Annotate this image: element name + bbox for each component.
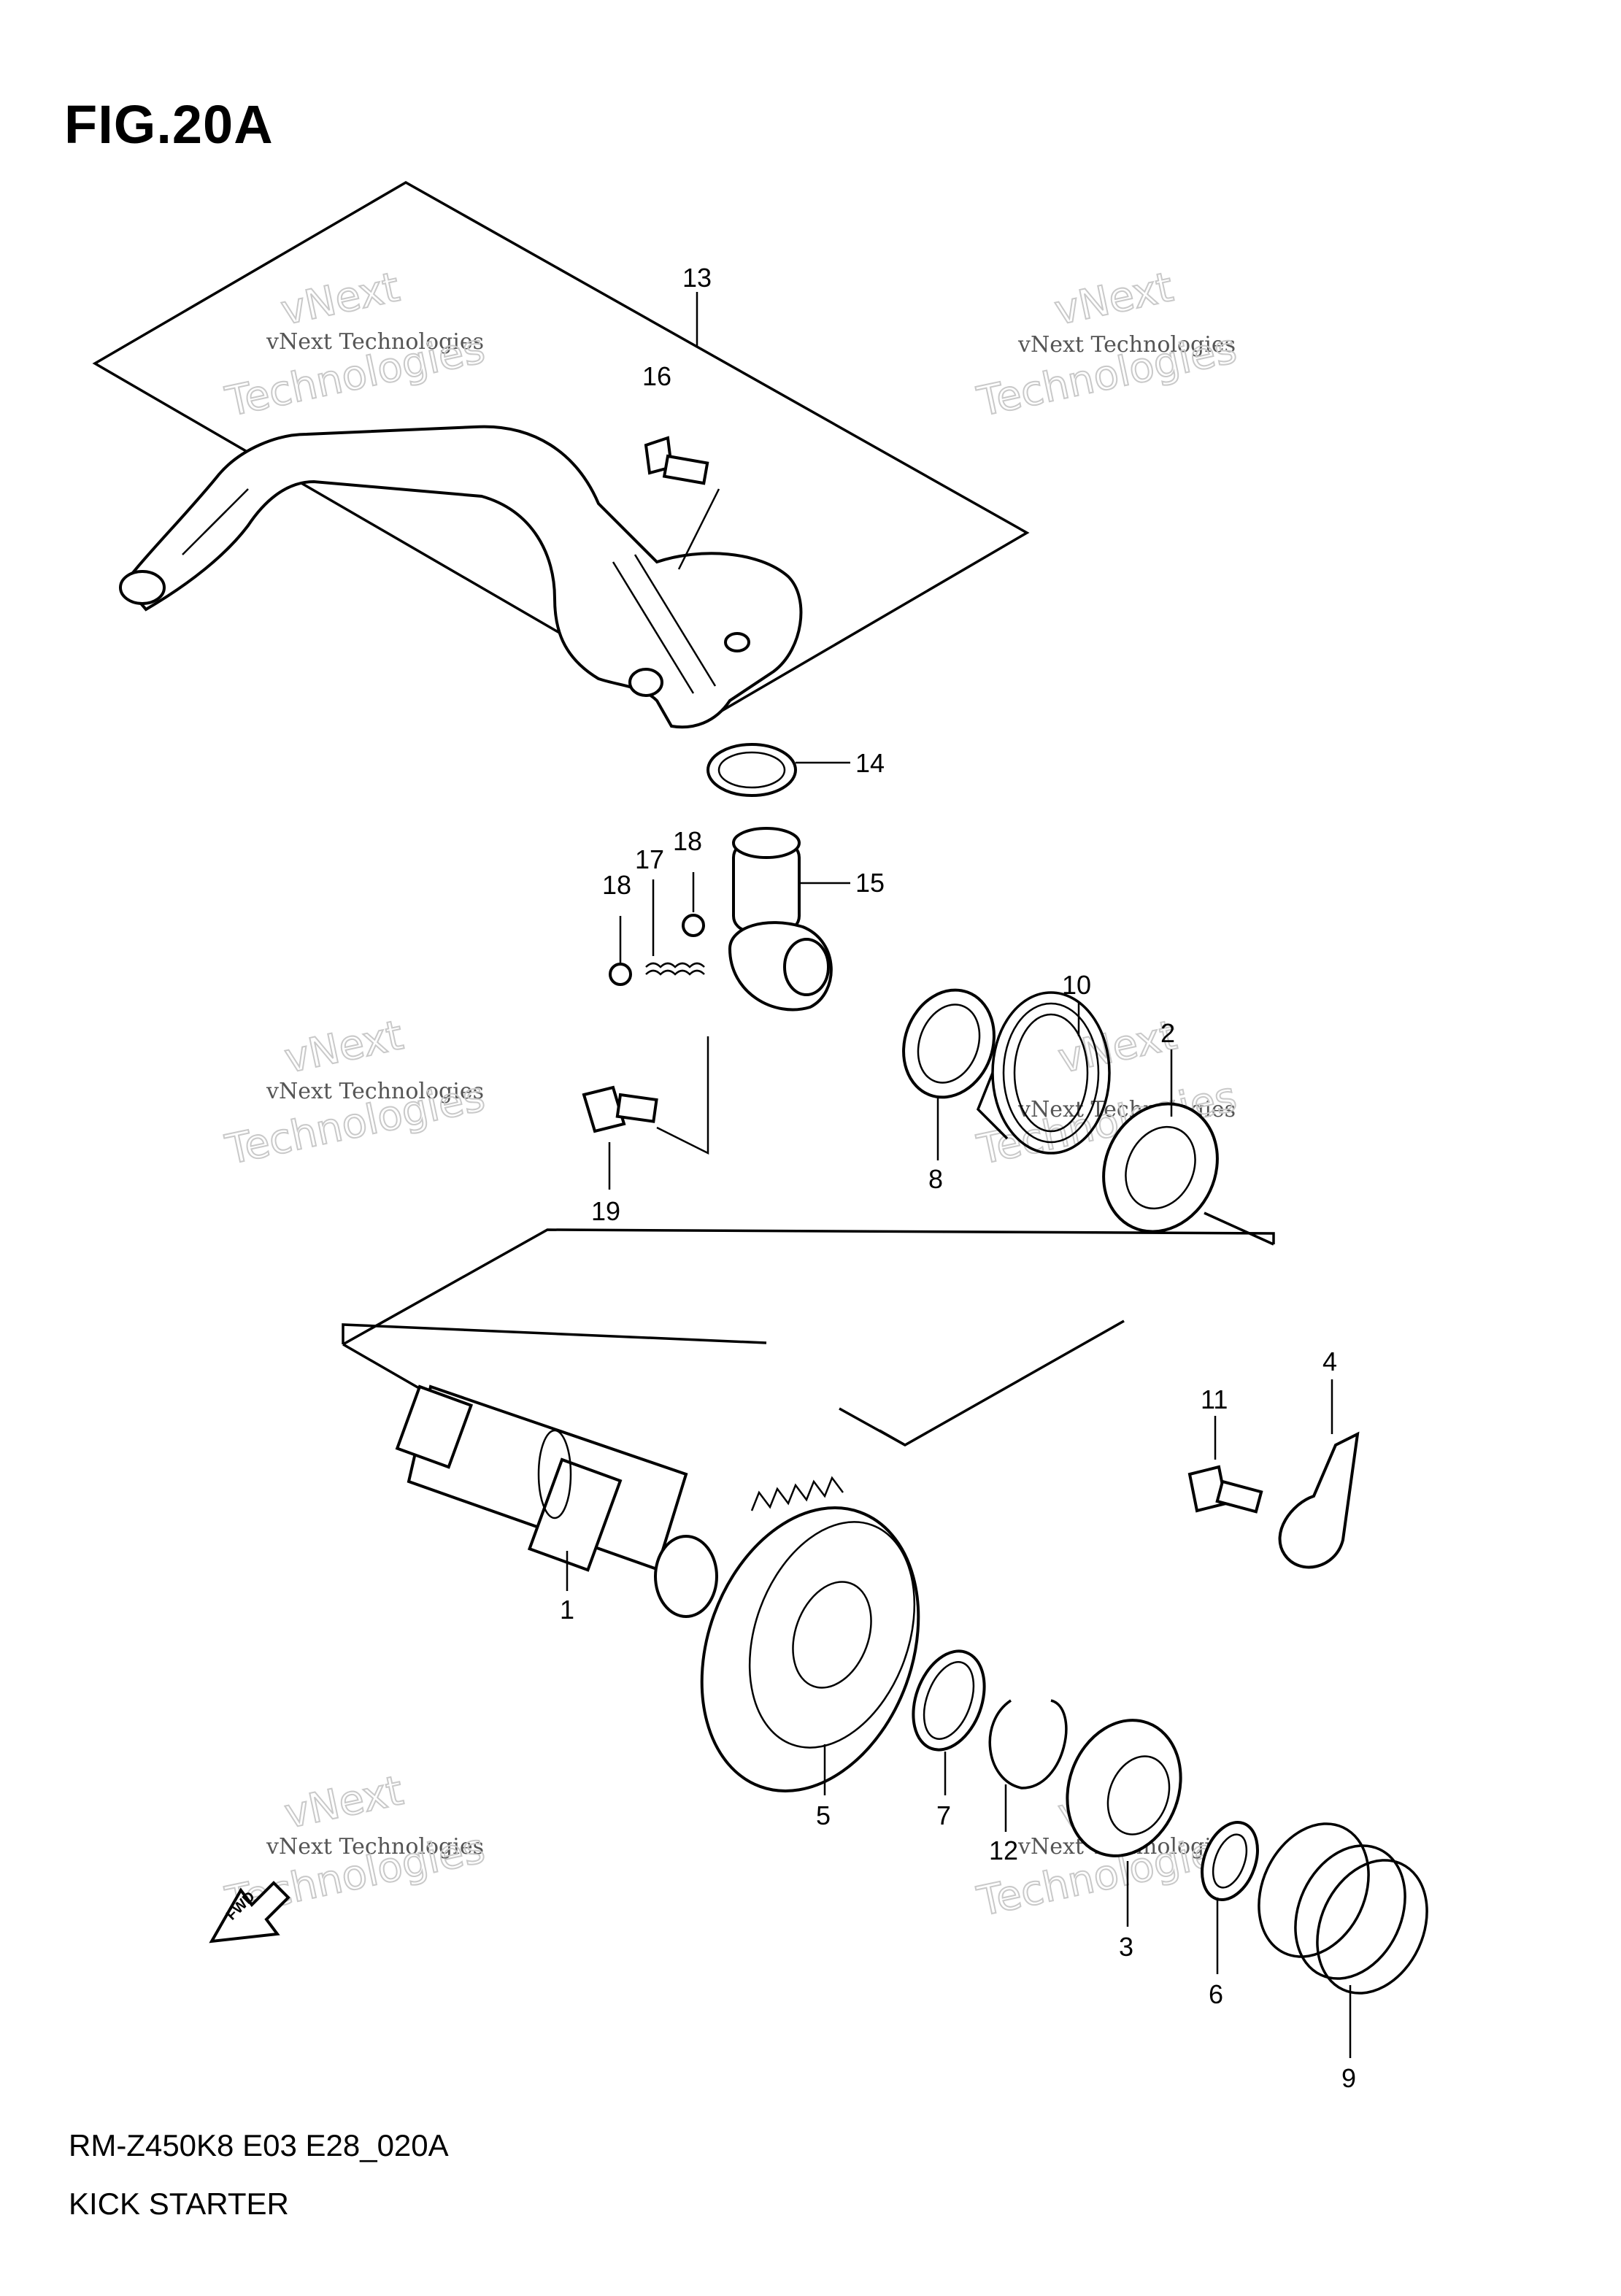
- leader-16-line: [677, 488, 720, 570]
- kick-starter-lever: [119, 425, 803, 729]
- callout-12: 12: [989, 1835, 1018, 1865]
- watermark-top-right: vNext vNext Technologies Technologies: [972, 263, 1241, 427]
- callout-14: 14: [855, 748, 885, 778]
- watermark-text: vNext Technologies: [266, 329, 484, 355]
- leader-19-line: [656, 1036, 709, 1155]
- washer-7: [912, 1649, 986, 1752]
- lever-grip-ridge: [204, 488, 249, 533]
- callout-4: 4: [1322, 1347, 1337, 1376]
- model-code: RM-Z450K8 E03 E28_020A: [69, 2128, 449, 2162]
- spring-9: [1258, 1822, 1428, 1995]
- kick-lever-assembly-outline: [92, 180, 1030, 721]
- watermark-text: vNext Technologies: [266, 1834, 484, 1860]
- callout-8: 8: [928, 1164, 943, 1194]
- bolt-19: [582, 1085, 658, 1133]
- shaft-assembly-edge: [1204, 1211, 1274, 1246]
- callout-13: 13: [682, 263, 712, 293]
- callout-1: 1: [560, 1595, 574, 1625]
- kick-starter-gear-5: [700, 1476, 920, 1792]
- spring-17: [645, 962, 705, 976]
- ball-18-right: [682, 914, 705, 937]
- lever-grip-end: [119, 570, 166, 605]
- lever-pin: [628, 668, 663, 697]
- watermark-text: vNext: [277, 263, 404, 335]
- kick-return-spring-10: [976, 991, 1111, 1155]
- oil-seal-8: [902, 988, 996, 1099]
- shaft-assembly-edge: [839, 1407, 906, 1446]
- callout-2: 2: [1160, 1018, 1175, 1048]
- watermark-text: vNext: [280, 1012, 407, 1083]
- callout-19: 19: [591, 1196, 620, 1226]
- callout-15: 15: [855, 868, 885, 898]
- watermark-top-left: vNext vNext Technologies Technologies: [220, 263, 489, 427]
- leader-lines: [566, 292, 1352, 2058]
- watermark-text: vNext Technologies: [1017, 332, 1236, 358]
- section-name: KICK STARTER: [69, 2187, 289, 2221]
- kick-shaft-joint-15: [728, 827, 833, 1012]
- callout-3: 3: [1119, 1932, 1133, 1962]
- kick-drive-gear-3: [1066, 1719, 1182, 1857]
- lever-hole: [724, 632, 750, 652]
- o-ring-14-inner: [717, 751, 786, 789]
- callout-5: 5: [816, 1800, 831, 1830]
- watermark-text: vNext: [1050, 263, 1177, 335]
- callout-16: 16: [642, 361, 671, 391]
- callout-18-right: 18: [673, 826, 702, 856]
- bolt-16: [644, 436, 709, 485]
- shaft-assembly-outline-left: [342, 1323, 767, 1344]
- spring-guide-2: [1102, 1102, 1219, 1233]
- circlip-12: [988, 1699, 1068, 1790]
- shaft-assembly-outline-right: [879, 1320, 1125, 1447]
- kick-starter-shaft-1: [395, 1384, 718, 1618]
- shaft-assembly-outline-top: [342, 1228, 1275, 1346]
- bolt-11: [1187, 1465, 1263, 1514]
- callout-10: 10: [1062, 970, 1091, 1000]
- lever-groove: [634, 554, 717, 687]
- figure-title: FIG.20A: [64, 94, 274, 155]
- lever-groove: [612, 561, 695, 694]
- washer-6: [1201, 1820, 1259, 1902]
- callout-11: 11: [1201, 1384, 1228, 1414]
- forward-arrow-icon: FWD: [209, 1881, 290, 1943]
- watermark-text: vNext: [280, 1767, 407, 1838]
- stopper-plate-4: [1278, 1431, 1360, 1569]
- callout-18-left: 18: [602, 870, 631, 900]
- callout-17: 17: [635, 844, 664, 874]
- callout-6: 6: [1209, 1979, 1223, 2009]
- callout-9: 9: [1341, 2063, 1356, 2093]
- watermark-text: vNext Technologies: [266, 1079, 484, 1104]
- watermark-mid-left: vNext vNext Technologies Technologies: [220, 1011, 489, 1175]
- callout-7: 7: [936, 1800, 951, 1830]
- ball-18-left: [609, 963, 632, 986]
